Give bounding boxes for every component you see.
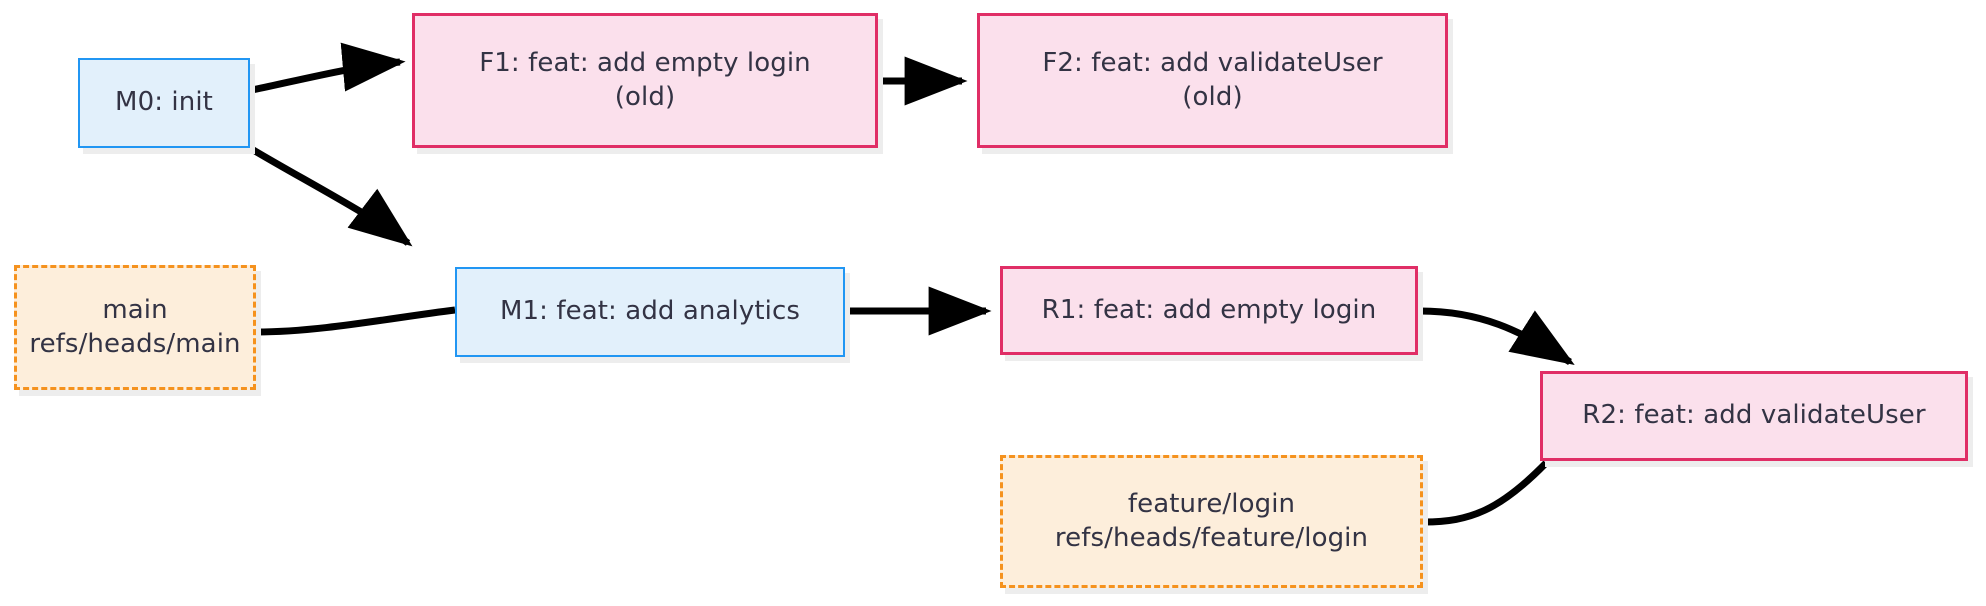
commit-node-f1[interactable]: F1: feat: add empty login (old) [412,13,878,148]
commit-node-f2[interactable]: F2: feat: add validateUser (old) [977,13,1448,148]
commit-node-m1-label: M1: feat: add analytics [499,296,801,327]
commit-node-f2-label: F2: feat: add validateUser (old) [1042,47,1383,112]
commit-node-m0-label: M0: init [115,87,213,118]
commit-node-r1-label: R1: feat: add empty login [1041,294,1377,325]
commit-node-r1[interactable]: R1: feat: add empty login [1000,266,1418,355]
edge-reffeature-to-r2 [1423,460,1549,526]
edge-m0-to-m1 [248,144,413,247]
ref-node-feature-login-label: feature/login refs/heads/feature/login [1054,488,1369,553]
commit-node-f1-label: F1: feat: add empty login (old) [479,47,811,112]
ref-node-feature-login[interactable]: feature/login refs/heads/feature/login [1000,455,1423,588]
commit-node-r2-label: R2: feat: add validateUser [1582,400,1926,431]
edge-r1-to-r2 [1419,307,1575,366]
commit-node-m1[interactable]: M1: feat: add analytics [455,267,845,357]
commit-node-r2[interactable]: R2: feat: add validateUser [1540,371,1968,461]
commit-node-m0[interactable]: M0: init [78,58,250,148]
edge-m0-to-f1 [251,42,406,94]
ref-node-main[interactable]: main refs/heads/main [14,265,256,390]
ref-node-main-label: main refs/heads/main [29,294,241,359]
edge-refmain-to-m1 [255,306,456,336]
